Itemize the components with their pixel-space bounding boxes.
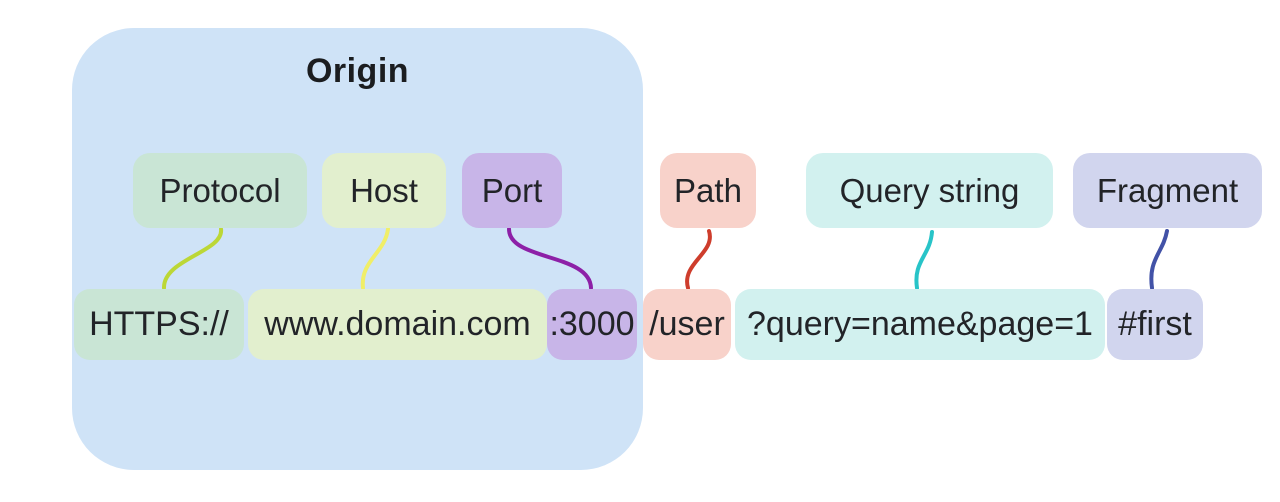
query-string-url-segment: ?query=name&page=1 [735,289,1105,360]
query-string-connector [914,230,934,290]
port-url-segment: :3000 [547,289,637,360]
protocol-label-chip: Protocol [133,153,307,228]
origin-group-title: Origin [305,52,410,90]
path-url-segment: /user [643,289,731,360]
host-label-chip: Host [322,153,446,228]
path-connector [685,229,712,290]
path-label-chip: Path [660,153,756,228]
fragment-label-chip: Fragment [1073,153,1262,228]
fragment-url-segment: #first [1107,289,1203,360]
origin-group-box [72,28,643,470]
query-string-label-chip: Query string [806,153,1053,228]
host-url-segment: www.domain.com [248,289,547,360]
port-label-chip: Port [462,153,562,228]
protocol-url-segment: HTTPS:// [74,289,244,360]
fragment-connector [1149,229,1169,290]
